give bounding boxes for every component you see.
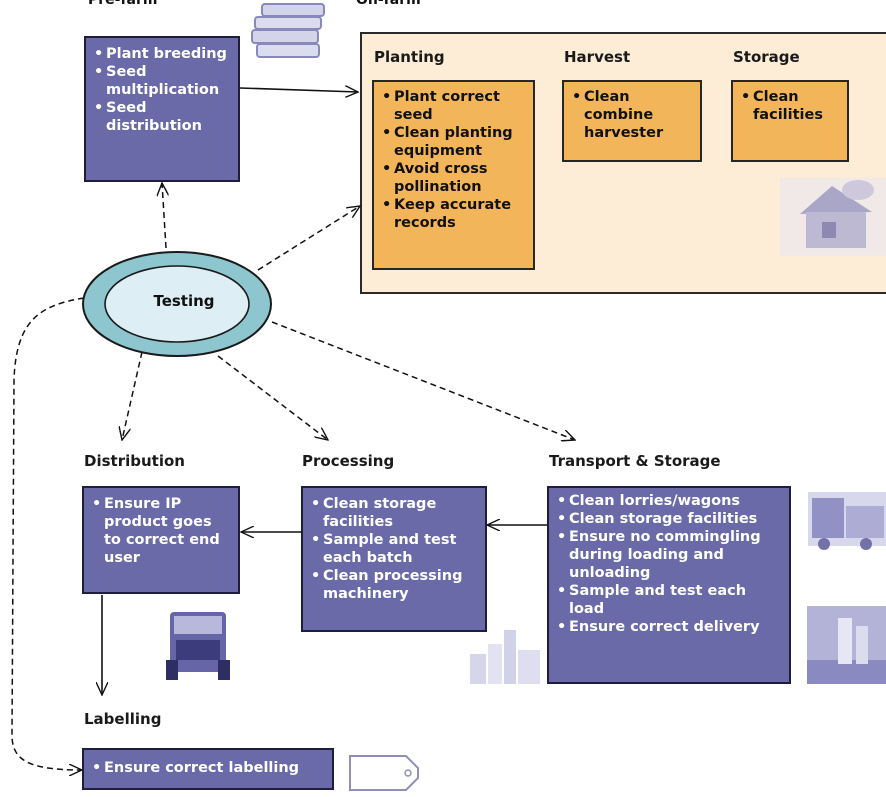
- dashed-testing-to-processing: [217, 355, 328, 440]
- dashed-testing-to-labelling: [11, 297, 85, 770]
- transport-storage-box: Clean lorries/wagons Clean storage facil…: [547, 486, 791, 684]
- farmhouse-illustration: [780, 178, 886, 256]
- transport-item: Ensure no commingling during loading and…: [557, 528, 783, 582]
- dashed-testing-to-distribution: [122, 351, 143, 440]
- planting-item: Clean planting equipment: [382, 124, 527, 160]
- dashed-testing-to-onfarm: [257, 206, 360, 271]
- labelling-item: Ensure correct labelling: [92, 759, 326, 777]
- prefarm-item: Seed multiplication: [94, 63, 232, 99]
- planting-heading: Planting: [374, 48, 445, 66]
- harvest-box: Clean combine harvester: [562, 80, 702, 162]
- planting-item: Keep accurate records: [382, 196, 527, 232]
- storage-item: Clean facilities: [741, 88, 841, 124]
- distribution-box: Ensure IP product goes to correct end us…: [82, 486, 240, 594]
- on-farm-title: On-farm: [356, 0, 421, 8]
- planting-item: Plant correct seed: [382, 88, 527, 124]
- dashed-testing-to-transport: [271, 321, 575, 440]
- processing-item: Sample and test each batch: [311, 531, 479, 567]
- truck-illustration: [808, 492, 886, 550]
- processing-heading: Processing: [302, 452, 395, 470]
- grain-silo-photo-illustration: [807, 606, 886, 684]
- prefarm-item: Seed distribution: [94, 99, 232, 135]
- planting-box: Plant correct seed Clean planting equipm…: [372, 80, 535, 270]
- transport-storage-heading: Transport & Storage: [549, 452, 721, 470]
- prefarm-item: Plant breeding: [94, 45, 232, 63]
- pre-farm-box: Plant breeding Seed multiplication Seed …: [84, 36, 240, 182]
- distribution-heading: Distribution: [84, 452, 185, 470]
- storage-box: Clean facilities: [731, 80, 849, 162]
- transport-item: Ensure correct delivery: [557, 618, 783, 636]
- transport-item: Sample and test each load: [557, 582, 783, 618]
- storage-heading: Storage: [733, 48, 800, 66]
- testing-node: [82, 251, 272, 357]
- seed-bags-illustration: [251, 3, 325, 58]
- label-tag-illustration: [349, 755, 419, 791]
- silo-buildings-illustration: [470, 630, 540, 684]
- harvest-heading: Harvest: [564, 48, 631, 66]
- processing-item: Clean processing machinery: [311, 567, 479, 603]
- lorry-front-illustration: [166, 612, 230, 680]
- planting-item: Avoid cross pollination: [382, 160, 527, 196]
- transport-item: Clean lorries/wagons: [557, 492, 783, 510]
- labelling-box: Ensure correct labelling: [82, 748, 334, 790]
- transport-item: Clean storage facilities: [557, 510, 783, 528]
- processing-item: Clean storage facilities: [311, 495, 479, 531]
- harvest-item: Clean combine harvester: [572, 88, 694, 142]
- dashed-testing-to-prefarm: [162, 183, 166, 249]
- testing-label: Testing: [153, 292, 215, 310]
- pre-farm-title: Pre-farm: [88, 0, 158, 8]
- distribution-item: Ensure IP product goes to correct end us…: [92, 495, 232, 567]
- labelling-heading: Labelling: [84, 710, 162, 728]
- processing-box: Clean storage facilities Sample and test…: [301, 486, 487, 632]
- arrow-prefarm-to-onfarm: [239, 88, 358, 92]
